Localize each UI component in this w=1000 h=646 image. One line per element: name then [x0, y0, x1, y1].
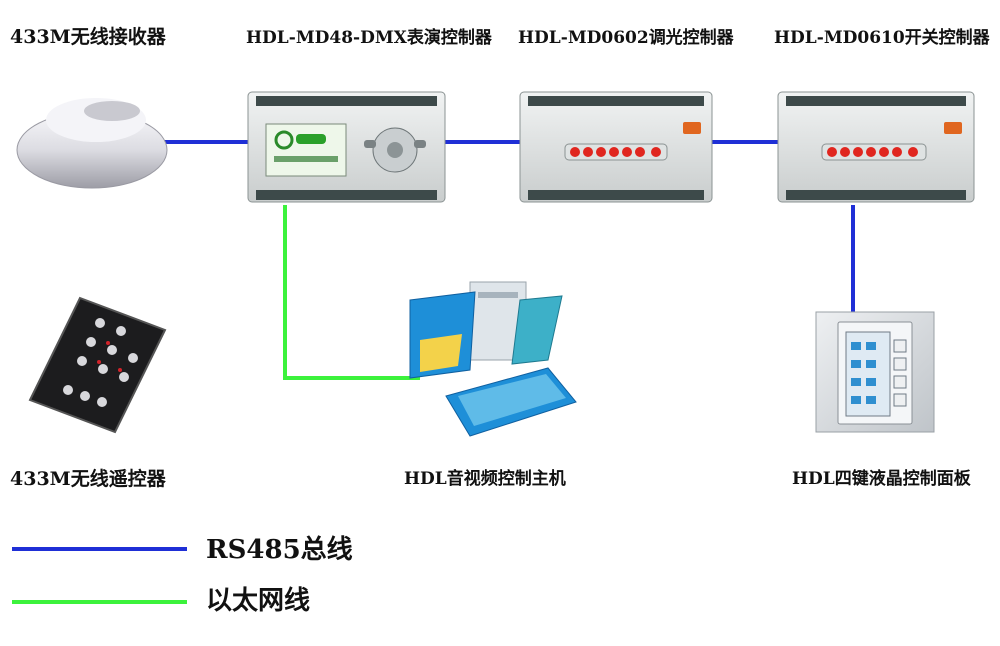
rs485-bus-lines: [160, 140, 855, 312]
remote-device: [28, 296, 167, 434]
label-lcd-panel: HDL四键液晶控制面板: [792, 469, 971, 489]
label-dmx-controller: HDL-MD48-DMX表演控制器: [246, 28, 492, 48]
label-dimmer-controller: HDL-MD0602调光控制器: [518, 28, 734, 48]
label-remote: 433M无线遥控器: [10, 468, 166, 490]
label-switch-controller: HDL-MD0610开关控制器: [774, 28, 990, 48]
dmx-controller-device: [247, 91, 446, 203]
legend-ethernet-line: [12, 600, 187, 604]
legend-ethernet-label: 以太网线: [206, 586, 311, 616]
switch-controller-device: [777, 91, 975, 203]
legend-rs485-line: [12, 547, 187, 551]
lcd-panel-device: [815, 311, 935, 433]
legend-rs485-label: RS485总线: [206, 535, 353, 565]
label-receiver: 433M无线接收器: [10, 26, 166, 48]
dimmer-controller-device: [519, 91, 713, 203]
av-host-device: [409, 281, 577, 437]
ethernet-link-dmx-av: [283, 205, 420, 380]
receiver-device: [16, 98, 168, 189]
label-av-host: HDL音视频控制主机: [404, 469, 566, 489]
